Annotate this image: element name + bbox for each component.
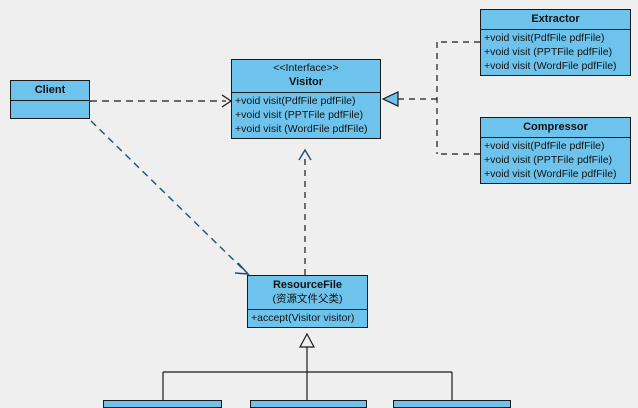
class-members-extractor: +void visit(PdfFile pdfFile) +void visit… [481,29,630,75]
class-node-extractor[interactable]: Extractor +void visit(PdfFile pdfFile) +… [480,9,631,76]
edge-client-visitor [90,94,233,108]
class-node-compressor[interactable]: Compressor +void visit(PdfFile pdfFile) … [480,117,631,184]
class-member: +void visit (PPTFile pdfFile) [484,46,613,58]
class-member: +void visit (PPTFile pdfFile) [484,154,613,166]
class-member: +void visit(PdfFile pdfFile) [484,140,605,152]
class-member: +void visit (WordFile pdfFile) [235,123,368,135]
class-name-client: Client [34,84,66,96]
class-node-subclass-3[interactable] [393,400,511,408]
class-node-resourcefile[interactable]: ResourceFile (资源文件父类) +accept(Visitor vi… [247,275,368,328]
class-name-visitor: Visitor [288,76,324,88]
class-member: +void visit(PdfFile pdfFile) [484,32,605,44]
hollow-triangle-icon [298,332,316,348]
class-members-visitor: +void visit(PdfFile pdfFile) +void visit… [232,92,380,138]
hollow-triangle-icon [381,91,399,107]
class-member: +accept(Visitor visitor) [251,312,355,324]
edge-client-resourcefile [90,120,250,275]
class-members-client [11,100,89,118]
open-arrowhead-icon [234,262,250,275]
edge-extractor-compressor-visitor [381,41,480,155]
open-arrowhead-icon [298,148,312,161]
edge-leaves-resourcefile [162,332,453,400]
class-header-resourcefile: ResourceFile (资源文件父类) [248,276,367,309]
class-node-subclass-1[interactable] [103,400,222,408]
class-name-extractor: Extractor [531,13,580,25]
class-node-client[interactable]: Client [10,80,90,119]
class-header-visitor: <<Interface>> Visitor [232,60,380,92]
class-node-subclass-2[interactable] [250,400,367,408]
class-member: +void visit (WordFile pdfFile) [484,168,617,180]
class-name-resourcefile: ResourceFile [272,279,343,291]
class-member: +void visit (WordFile pdfFile) [484,60,617,72]
class-member: +void visit (PPTFile pdfFile) [235,109,364,121]
class-members-compressor: +void visit(PdfFile pdfFile) +void visit… [481,137,630,183]
edge-resourcefile-visitor [298,148,312,275]
class-member: +void visit(PdfFile pdfFile) [235,95,356,107]
class-node-visitor[interactable]: <<Interface>> Visitor +void visit(PdfFil… [231,59,381,139]
class-subtitle-resourcefile: (资源文件父类) [272,293,343,305]
class-stereotype-visitor: <<Interface>> [273,62,339,74]
edge-line [90,120,247,273]
class-name-compressor: Compressor [523,121,588,133]
class-members-resourcefile: +accept(Visitor visitor) [248,309,367,327]
